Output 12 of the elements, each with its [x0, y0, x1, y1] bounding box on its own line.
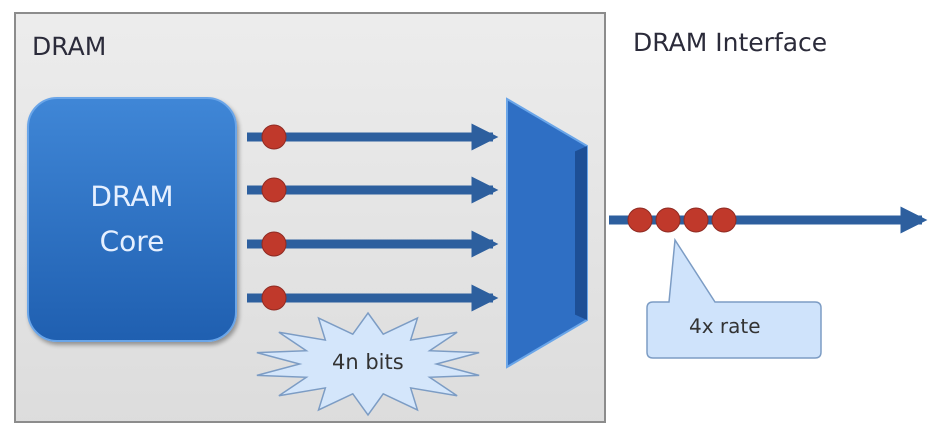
callout-label: 4x rate — [689, 314, 761, 338]
core-block — [27, 97, 237, 342]
core-label: DRAM Core — [89, 178, 175, 260]
arrow — [247, 124, 498, 150]
arrow — [247, 176, 498, 204]
starburst-label: 4n bits — [332, 350, 404, 374]
dram-panel — [14, 12, 606, 423]
arrow — [609, 206, 928, 234]
arrow — [247, 284, 498, 312]
interface-heading: DRAM Interface — [633, 28, 828, 57]
panel-title: DRAM — [32, 32, 106, 61]
arrow — [247, 230, 498, 258]
